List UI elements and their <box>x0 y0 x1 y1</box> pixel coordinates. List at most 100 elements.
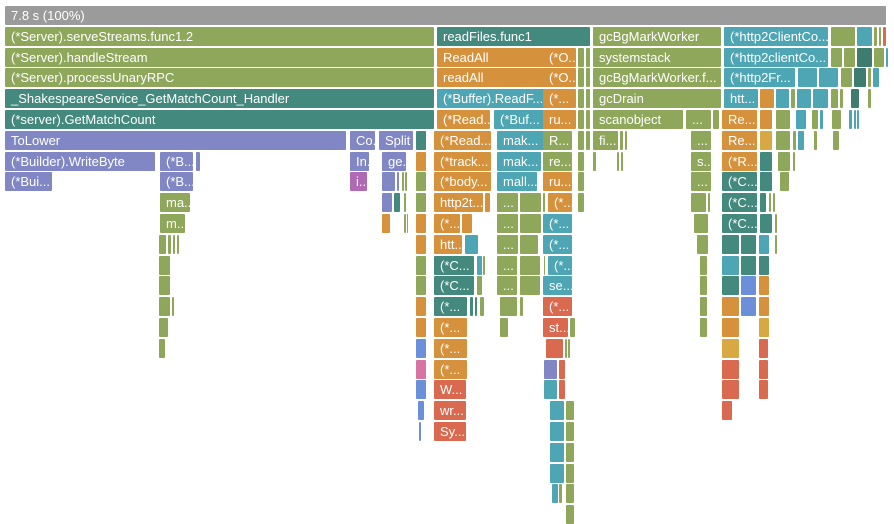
flame-frame-sliver[interactable] <box>394 193 400 213</box>
flame-frame-sliver[interactable] <box>741 297 756 317</box>
flame-frame-sliver[interactable] <box>418 401 424 421</box>
flame-frame[interactable]: st... <box>543 318 568 337</box>
flame-frame[interactable]: htt... <box>434 234 462 254</box>
flame-frame-sliver[interactable] <box>405 172 407 192</box>
flame-frame-sliver[interactable] <box>416 234 426 254</box>
flame-frame[interactable]: (*C... <box>722 193 757 213</box>
flame-frame-sliver[interactable] <box>741 255 756 275</box>
flame-frame-sliver[interactable] <box>402 172 404 192</box>
flame-frame[interactable]: (*... <box>548 255 572 275</box>
flame-frame-sliver[interactable] <box>857 47 872 67</box>
flame-frame-sliver[interactable] <box>617 151 619 171</box>
flame-frame-sliver[interactable] <box>159 234 166 254</box>
flame-frame-sliver[interactable] <box>883 26 886 46</box>
flame-frame-sliver[interactable] <box>480 297 484 317</box>
flame-frame[interactable]: ma... <box>160 193 190 213</box>
flame-frame-sliver[interactable] <box>851 89 859 109</box>
flame-frame[interactable]: ... <box>497 255 517 275</box>
flame-frame[interactable]: ge... <box>382 151 406 171</box>
flame-frame-sliver[interactable] <box>775 234 777 254</box>
flame-frame-sliver[interactable] <box>520 276 540 296</box>
flame-frame-sliver[interactable] <box>812 110 818 129</box>
flame-root-frame[interactable]: 7.8 s (100%) <box>5 6 886 25</box>
flame-frame[interactable]: (*Server).serveStreams.func1.2 <box>5 26 434 46</box>
flame-frame-sliver[interactable] <box>700 297 707 317</box>
flame-frame-sliver[interactable] <box>159 276 170 296</box>
flame-frame-sliver[interactable] <box>793 151 795 171</box>
flame-frame-sliver[interactable] <box>578 130 584 150</box>
flame-frame-sliver[interactable] <box>382 172 395 192</box>
flame-frame[interactable]: ru... <box>543 172 572 192</box>
flame-frame-sliver[interactable] <box>708 193 710 213</box>
flame-frame-sliver[interactable] <box>546 338 563 358</box>
flame-frame[interactable]: (*B... <box>160 172 193 192</box>
flame-frame[interactable]: Sy... <box>434 422 466 441</box>
flame-frame[interactable]: readAll <box>437 68 545 88</box>
flame-frame-sliver[interactable] <box>879 26 881 46</box>
flame-frame-sliver[interactable] <box>868 68 871 88</box>
flame-frame-sliver[interactable] <box>483 255 485 275</box>
flame-frame-sliver[interactable] <box>568 338 570 358</box>
flame-frame-sliver[interactable] <box>814 130 817 150</box>
flame-frame[interactable]: (*Buffer).ReadF... <box>437 89 545 109</box>
flame-frame-sliver[interactable] <box>544 359 557 379</box>
flame-frame-sliver[interactable] <box>700 255 707 275</box>
flame-frame-sliver[interactable] <box>759 338 768 358</box>
flame-frame-sliver[interactable] <box>694 214 708 233</box>
flame-frame-sliver[interactable] <box>416 214 426 233</box>
flame-frame-sliver[interactable] <box>700 276 707 296</box>
flame-frame-sliver[interactable] <box>831 26 855 46</box>
flame-frame-sliver[interactable] <box>485 193 490 213</box>
flame-frame-sliver[interactable] <box>854 68 866 88</box>
flame-frame-sliver[interactable] <box>520 234 538 254</box>
flame-frame[interactable]: (*... <box>543 89 576 109</box>
flame-frame-sliver[interactable] <box>760 130 772 150</box>
flame-frame-sliver[interactable] <box>722 276 739 296</box>
flame-frame-sliver[interactable] <box>407 214 408 233</box>
flame-frame[interactable]: (*... <box>543 234 572 254</box>
flame-frame[interactable]: Re... <box>722 110 757 129</box>
flame-frame-sliver[interactable] <box>832 110 841 129</box>
flame-frame-sliver[interactable] <box>586 47 590 67</box>
flame-frame-sliver[interactable] <box>559 359 565 379</box>
flame-frame[interactable]: (*... <box>434 359 467 379</box>
flame-frame-sliver[interactable] <box>196 151 200 171</box>
flame-frame-sliver[interactable] <box>159 318 168 337</box>
flame-frame-sliver[interactable] <box>566 442 574 462</box>
flame-frame[interactable]: gcDrain <box>593 89 721 109</box>
flame-frame-sliver[interactable] <box>477 276 482 296</box>
flame-frame[interactable]: (*C... <box>434 255 474 275</box>
flame-frame-sliver[interactable] <box>776 110 790 129</box>
flame-frame-sliver[interactable] <box>691 193 706 213</box>
flame-frame-sliver[interactable] <box>559 380 565 400</box>
flame-frame-sliver[interactable] <box>550 442 564 462</box>
flame-frame-sliver[interactable] <box>759 297 769 317</box>
flame-frame-sliver[interactable] <box>833 130 839 150</box>
flame-frame-sliver[interactable] <box>172 297 174 317</box>
flame-frame-sliver[interactable] <box>773 193 775 213</box>
flame-frame-sliver[interactable] <box>586 130 590 150</box>
flame-frame[interactable]: m... <box>160 214 185 233</box>
flame-frame[interactable]: (*... <box>548 193 572 213</box>
flame-frame[interactable]: ... <box>497 234 518 254</box>
flame-frame[interactable]: ToLower <box>5 130 346 150</box>
flame-frame[interactable]: (*... <box>434 338 467 358</box>
flame-frame-sliver[interactable] <box>419 422 421 441</box>
flame-frame-sliver[interactable] <box>776 130 790 150</box>
flame-frame[interactable]: Split <box>379 130 413 150</box>
flame-frame[interactable]: (*O... <box>543 68 576 88</box>
flame-frame-sliver[interactable] <box>544 380 557 400</box>
flame-frame-sliver[interactable] <box>798 130 804 150</box>
flame-frame[interactable]: s... <box>691 151 711 171</box>
flame-frame-sliver[interactable] <box>520 255 540 275</box>
flame-frame[interactable]: (*B... <box>160 151 193 171</box>
flame-frame-sliver[interactable] <box>578 68 584 88</box>
flame-frame-sliver[interactable] <box>873 68 879 88</box>
flame-frame-sliver[interactable] <box>700 318 707 337</box>
flame-frame-sliver[interactable] <box>159 297 170 317</box>
flame-frame[interactable]: (*track... <box>434 151 491 171</box>
flame-frame-sliver[interactable] <box>159 255 170 275</box>
flame-frame[interactable]: ... <box>691 172 711 192</box>
flame-frame-sliver[interactable] <box>578 193 584 213</box>
flame-frame[interactable]: (*C... <box>722 214 757 233</box>
